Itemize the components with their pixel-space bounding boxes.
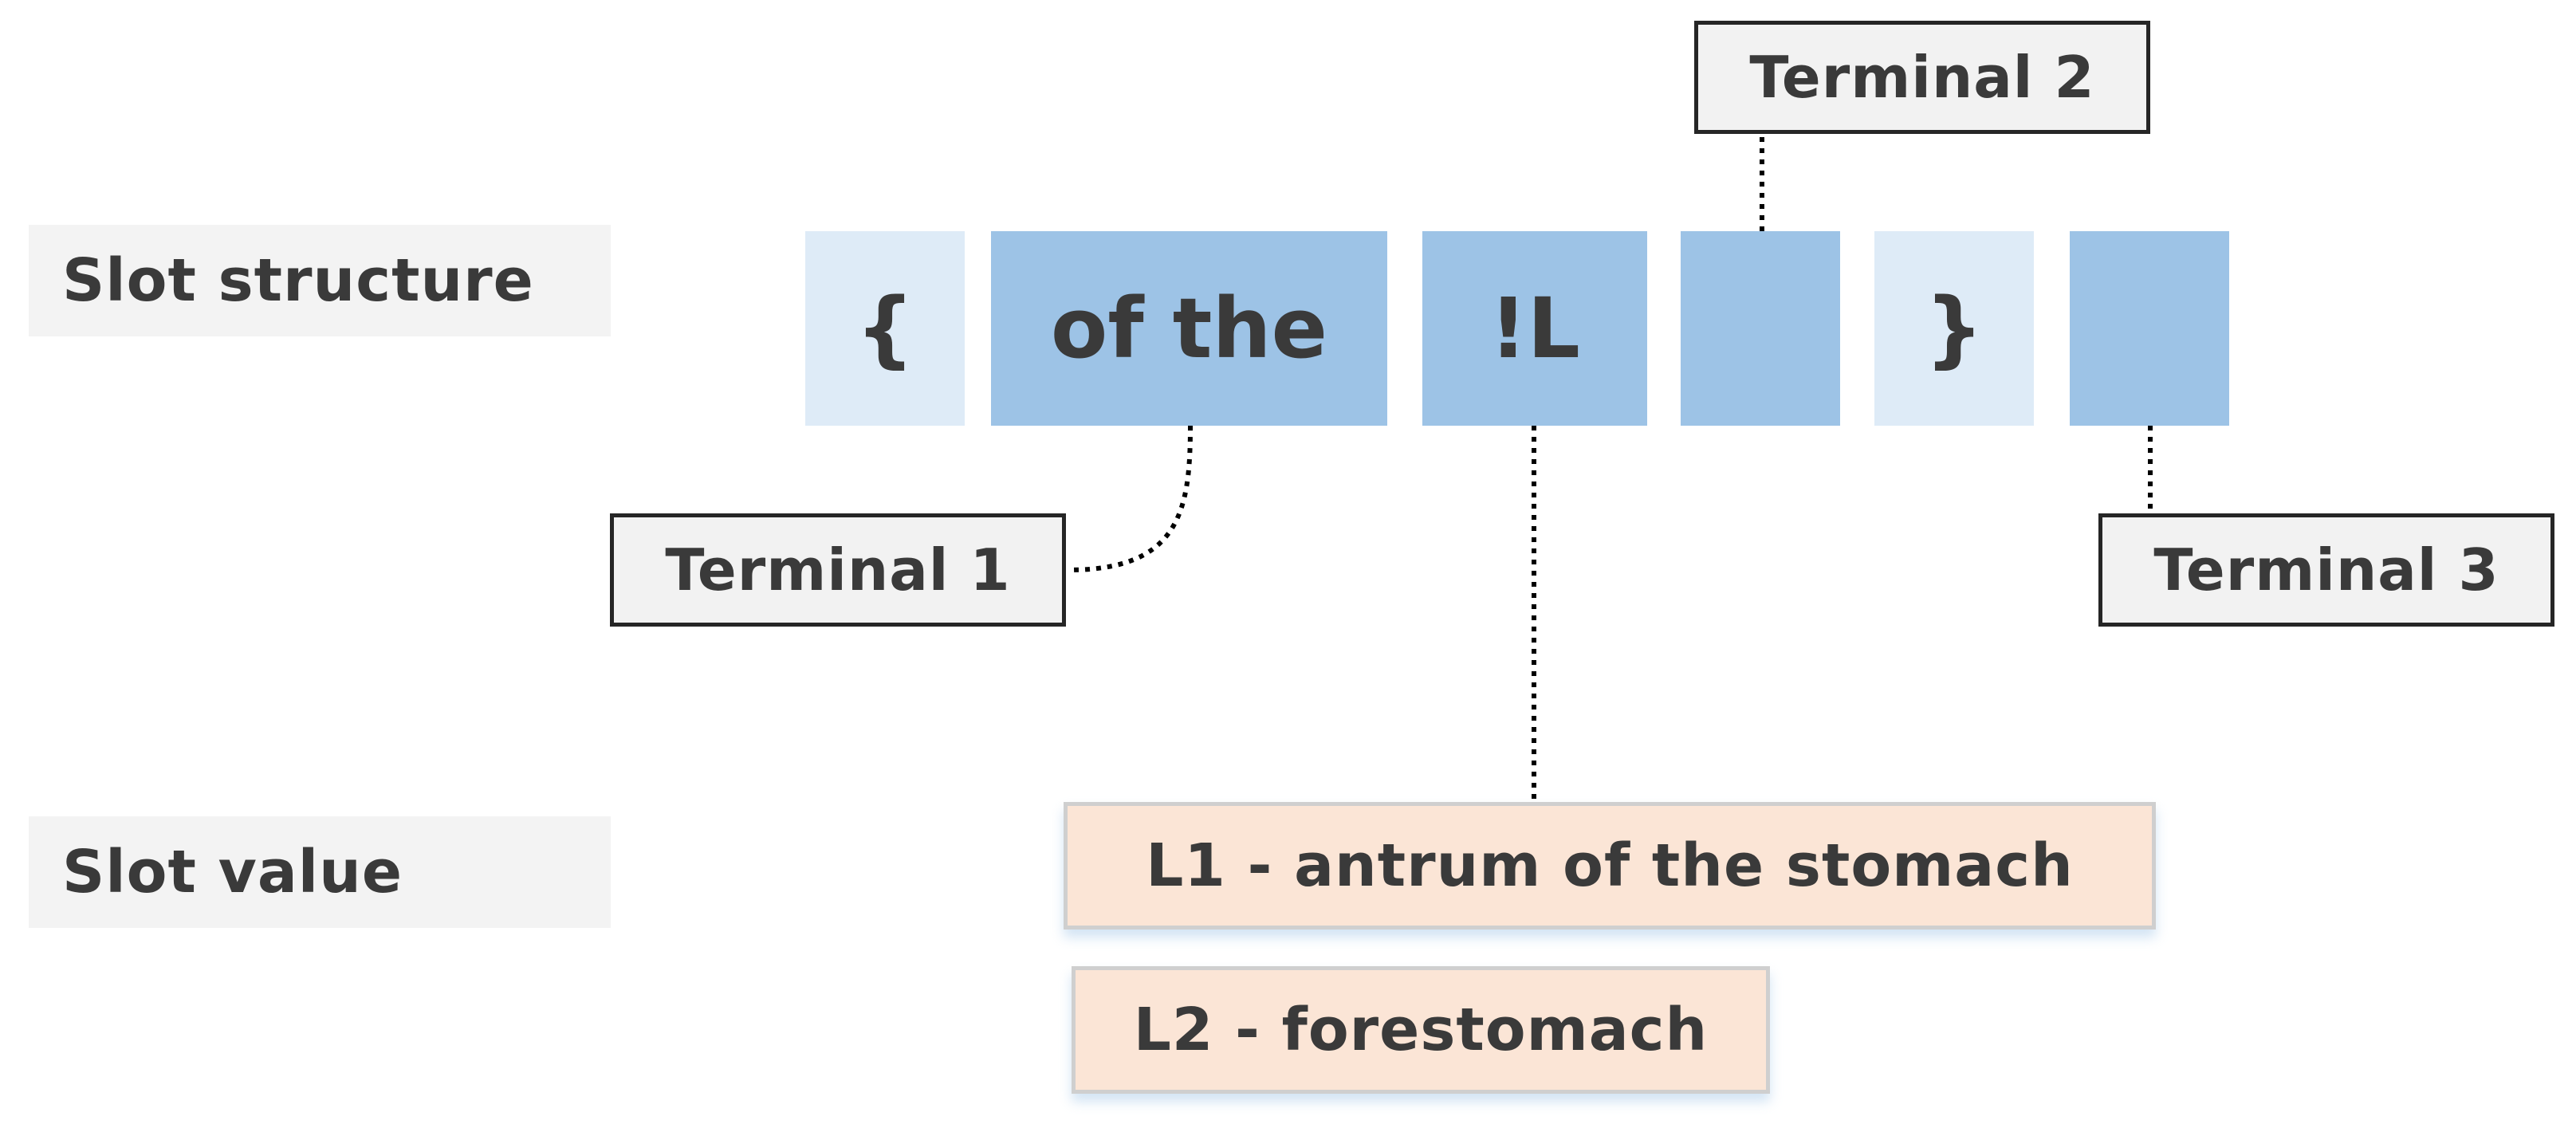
slot-open-brace: { [805,231,965,426]
slot-close-brace: } [1874,231,2034,426]
slot-value-l1: L1 - antrum of the stomach [1064,802,2156,930]
slot-empty-2 [2070,231,2229,426]
slot-value-l2: L2 - forestomach [1072,966,1770,1094]
slot-empty-1 [1681,231,1840,426]
slot-variable-l: !L [1422,231,1647,426]
terminal-3-box: Terminal 3 [2098,513,2554,627]
terminal-2-box: Terminal 2 [1694,21,2150,134]
connector-terminal-1 [1068,425,1193,572]
slot-of-the: of the [991,231,1387,426]
slot-value-label: Slot value [29,816,611,928]
slot-structure-label: Slot structure [29,225,611,336]
terminal-1-box: Terminal 1 [610,513,1066,627]
